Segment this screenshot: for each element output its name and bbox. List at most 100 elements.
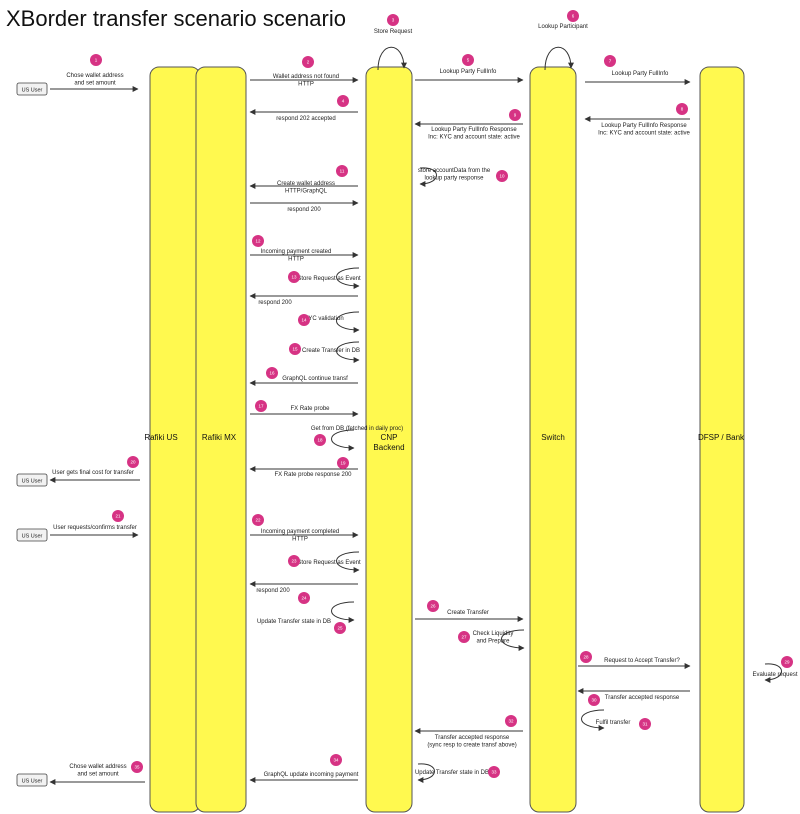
step-number-badge	[255, 400, 267, 412]
step-number: 18	[317, 438, 323, 443]
lane-label-mx: Rafiki MX	[202, 433, 237, 442]
step-number-badge	[252, 514, 264, 526]
step-number: 31	[642, 722, 648, 727]
lane-switch	[529, 66, 577, 813]
step-number-badge	[458, 631, 470, 643]
self-loop-arrow	[336, 341, 360, 363]
lane-label-switch: Switch	[541, 433, 565, 442]
step-r11: respond 200	[250, 200, 359, 213]
step-number: 11	[340, 169, 345, 174]
self-loop-arrow	[336, 311, 360, 333]
step-number: 27	[461, 635, 467, 640]
step-number: 2	[307, 60, 310, 65]
step-number-badge	[567, 10, 579, 22]
step-number-badge	[488, 766, 500, 778]
step-number: 26	[430, 604, 436, 609]
step-number-badge	[334, 622, 346, 634]
lane-cnp	[365, 66, 413, 813]
step-label: Store Request as Event	[297, 560, 361, 566]
step-number-badge	[266, 367, 278, 379]
step-label: User requests/confirms transfer	[53, 525, 137, 531]
step-number-badge	[336, 165, 348, 177]
step-number: 28	[583, 655, 589, 660]
actor-label: US User	[22, 534, 43, 540]
step-number-badge	[462, 54, 474, 66]
step-number-badge	[288, 271, 300, 283]
lane-label-dfsp: DFSP / Bank	[698, 433, 745, 442]
self-loop-arrow	[331, 429, 355, 451]
step-number-badge	[330, 754, 342, 766]
step-number: 7	[609, 59, 612, 64]
lane-dfsp	[699, 66, 745, 813]
step-29: Evaluate request 29	[752, 656, 798, 683]
self-loop-arrow	[501, 629, 525, 651]
step-number-badge	[604, 55, 616, 67]
step-number: 17	[258, 404, 264, 409]
step-number: 25	[337, 626, 343, 631]
step-label: FX Rate probe	[290, 406, 330, 412]
step-number: 29	[784, 660, 790, 665]
actor-us-user	[16, 473, 48, 487]
step-label: Update Transfer state in DB	[415, 770, 489, 776]
step-number-badge	[127, 456, 139, 468]
step-25: Update Transfer state in DB 25	[257, 619, 346, 634]
step-number: 10	[499, 174, 505, 179]
step-number-badge	[509, 109, 521, 121]
step-label: Transfer accepted response(sync resp to …	[427, 735, 516, 749]
step-number: 19	[340, 461, 346, 466]
step-number: 9	[514, 113, 517, 118]
self-loop-arrow	[764, 663, 782, 683]
step-number: 32	[508, 719, 514, 724]
step-number-badge	[289, 343, 301, 355]
step-number-badge	[298, 314, 310, 326]
step-label: respond 200	[258, 300, 292, 306]
step-number: 8	[681, 107, 684, 112]
step-number-badge	[337, 95, 349, 107]
step-number-badge	[90, 54, 102, 66]
step-number: 12	[255, 239, 261, 244]
step-label: User gets final cost for transfer	[52, 470, 134, 476]
step-number: 20	[130, 460, 136, 465]
step-number-badge	[252, 235, 264, 247]
actor-us-user	[16, 528, 48, 542]
step-label: respond 200	[287, 207, 321, 213]
step-number-badge	[302, 56, 314, 68]
actor-us-user	[16, 773, 48, 787]
step-label: Evaluate request	[752, 672, 797, 678]
step-number-badge	[131, 761, 143, 773]
step-number: 14	[301, 318, 307, 323]
lane-label-us: Rafiki US	[144, 433, 177, 442]
step-number: 33	[491, 770, 497, 775]
self-loop-arrow	[331, 601, 355, 623]
step-label: Create Transfer	[447, 610, 489, 616]
self-loop-arrow	[581, 709, 605, 731]
step-label: FX Rate probe response 200	[274, 472, 352, 478]
actor-label: US User	[22, 88, 43, 94]
actor-label: US User	[22, 479, 43, 485]
step-number: 35	[134, 765, 140, 770]
step-24: 24	[298, 592, 355, 623]
step-label: Request to Accept Transfer?	[604, 658, 680, 664]
step-number-badge	[298, 592, 310, 604]
step-number: 24	[301, 596, 307, 601]
step-label: Update Transfer state in DB	[257, 619, 331, 625]
step-label: KYC validation	[304, 316, 343, 322]
step-28: Request to Accept Transfer? 28	[578, 651, 691, 669]
lane-mx	[195, 66, 247, 813]
